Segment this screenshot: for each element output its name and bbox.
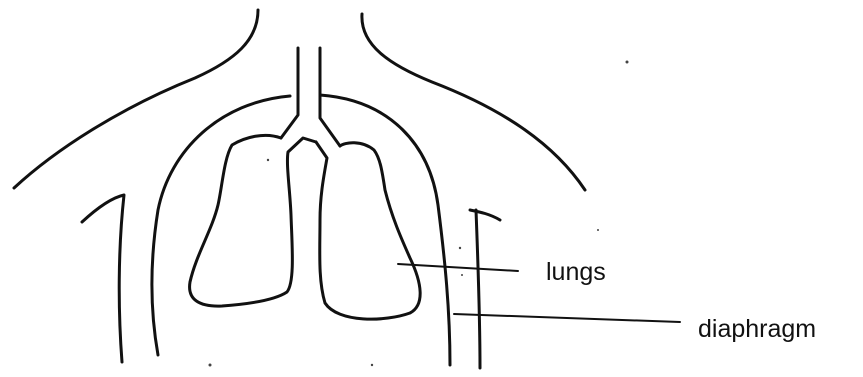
scan-specks (209, 61, 629, 367)
right-neck-shoulder-line (362, 14, 585, 190)
right-inner-rib-line (320, 95, 450, 365)
right-outer-rib-line (470, 210, 500, 368)
lungs (190, 135, 421, 319)
left-neck-shoulder-line (14, 10, 258, 188)
right-lung (316, 142, 420, 319)
left-outer-rib-line (82, 195, 124, 362)
diaphragm-label: diaphragm (698, 315, 816, 343)
trachea-left-wall (281, 48, 298, 138)
diaphragm-leader-line (454, 314, 680, 322)
lungs-label: lungs (546, 258, 606, 286)
left-lung (190, 135, 316, 306)
